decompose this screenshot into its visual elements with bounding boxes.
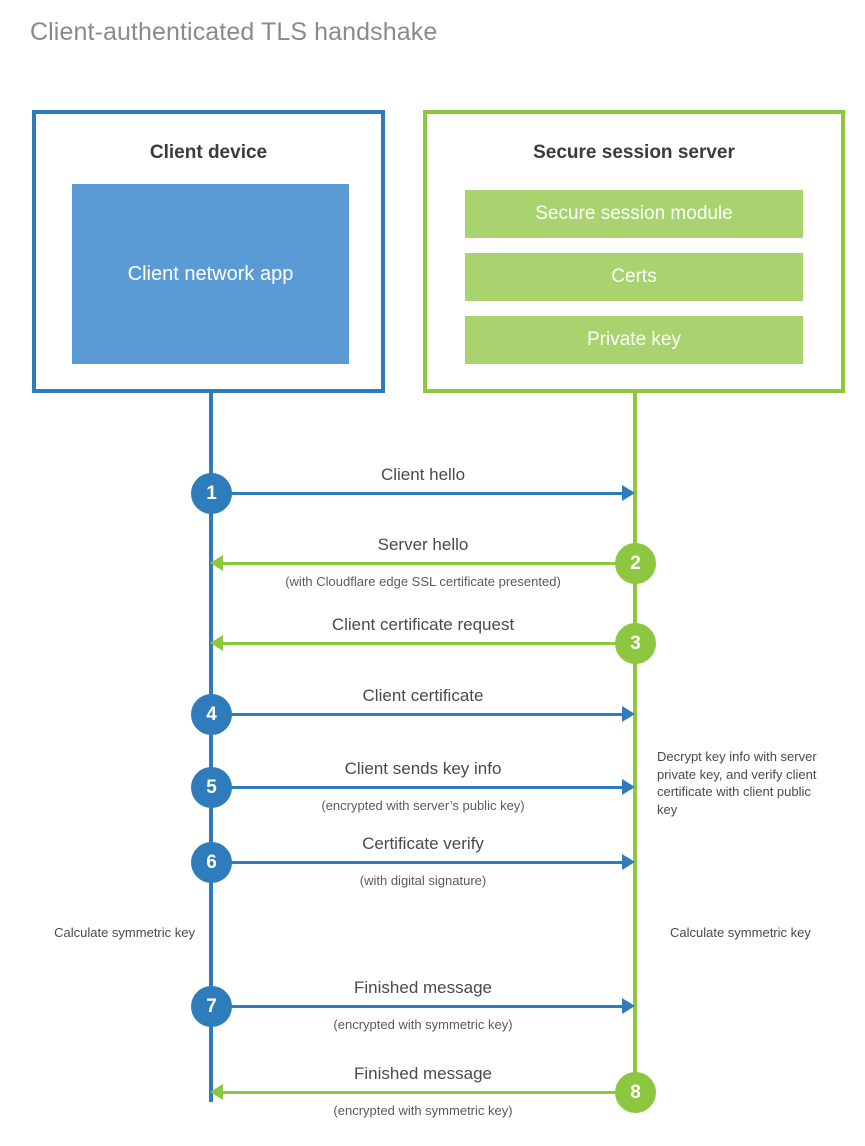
step-sublabel-8: (encrypted with symmetric key) [333,1103,513,1118]
step-marker-2[interactable]: 2 [615,543,656,584]
step-marker-4[interactable]: 4 [191,694,232,735]
step-sublabel-2: (with Cloudflare edge SSL certificate pr… [285,574,561,589]
arrow-head-step-1 [622,485,635,501]
arrow-head-step-2 [210,555,223,571]
arrow-line-step-5 [211,786,624,789]
step-label-3: Client certificate request [331,615,515,634]
arrow-head-step-7 [622,998,635,1014]
step-marker-5[interactable]: 5 [191,767,232,808]
arrow-head-step-4 [622,706,635,722]
step-marker-8[interactable]: 8 [615,1072,656,1113]
client-device-box: Client device Client network app [32,110,385,393]
step-label-5: Client sends key info [344,759,502,778]
client-device-title: Client device [149,142,268,163]
step-sublabel-7: (encrypted with symmetric key) [333,1017,513,1032]
arrow-head-step-5 [622,779,635,795]
server-module-private-key: Private key [465,316,803,364]
step-label-6: Certificate verify [362,834,484,853]
arrow-head-step-3 [210,635,223,651]
client-network-app-block: Client network app [72,184,349,364]
arrow-line-step-6 [211,861,624,864]
arrow-line-step-7 [211,1005,624,1008]
server-module-secure-session-module: Secure session module [465,190,803,238]
arrow-head-step-8 [210,1084,223,1100]
step-marker-6[interactable]: 6 [191,842,232,883]
arrow-line-step-3 [222,642,635,645]
step-marker-7[interactable]: 7 [191,986,232,1027]
arrow-line-step-2 [222,562,635,565]
client-lifeline [209,393,213,1102]
step-label-7: Finished message [354,978,492,997]
secure-session-server-box: Secure session server Secure session mod… [423,110,845,393]
arrow-line-step-8 [222,1091,635,1094]
step-label-4: Client certificate [362,686,484,705]
step-sublabel-5: (encrypted with server’s public key) [321,798,525,813]
client-calculate-symmetric-key-annotation: Calculate symmetric key [54,925,195,940]
arrow-line-step-4 [211,713,624,716]
arrow-head-step-6 [622,854,635,870]
step-label-1: Client hello [380,465,466,484]
server-calculate-symmetric-key-annotation: Calculate symmetric key [670,925,811,940]
arrow-line-step-1 [211,492,624,495]
step-label-8: Finished message [354,1064,492,1083]
step-sublabel-6: (with digital signature) [359,873,487,888]
server-lifeline [633,393,637,1093]
page-title: Client-authenticated TLS handshake [30,18,438,46]
step-label-2: Server hello [377,535,469,554]
server-module-certs: Certs [465,253,803,301]
server-decrypt-annotation: Decrypt key info with server private key… [657,749,817,817]
step-marker-3[interactable]: 3 [615,623,656,664]
secure-session-server-title: Secure session server [533,142,735,163]
step-marker-1[interactable]: 1 [191,473,232,514]
